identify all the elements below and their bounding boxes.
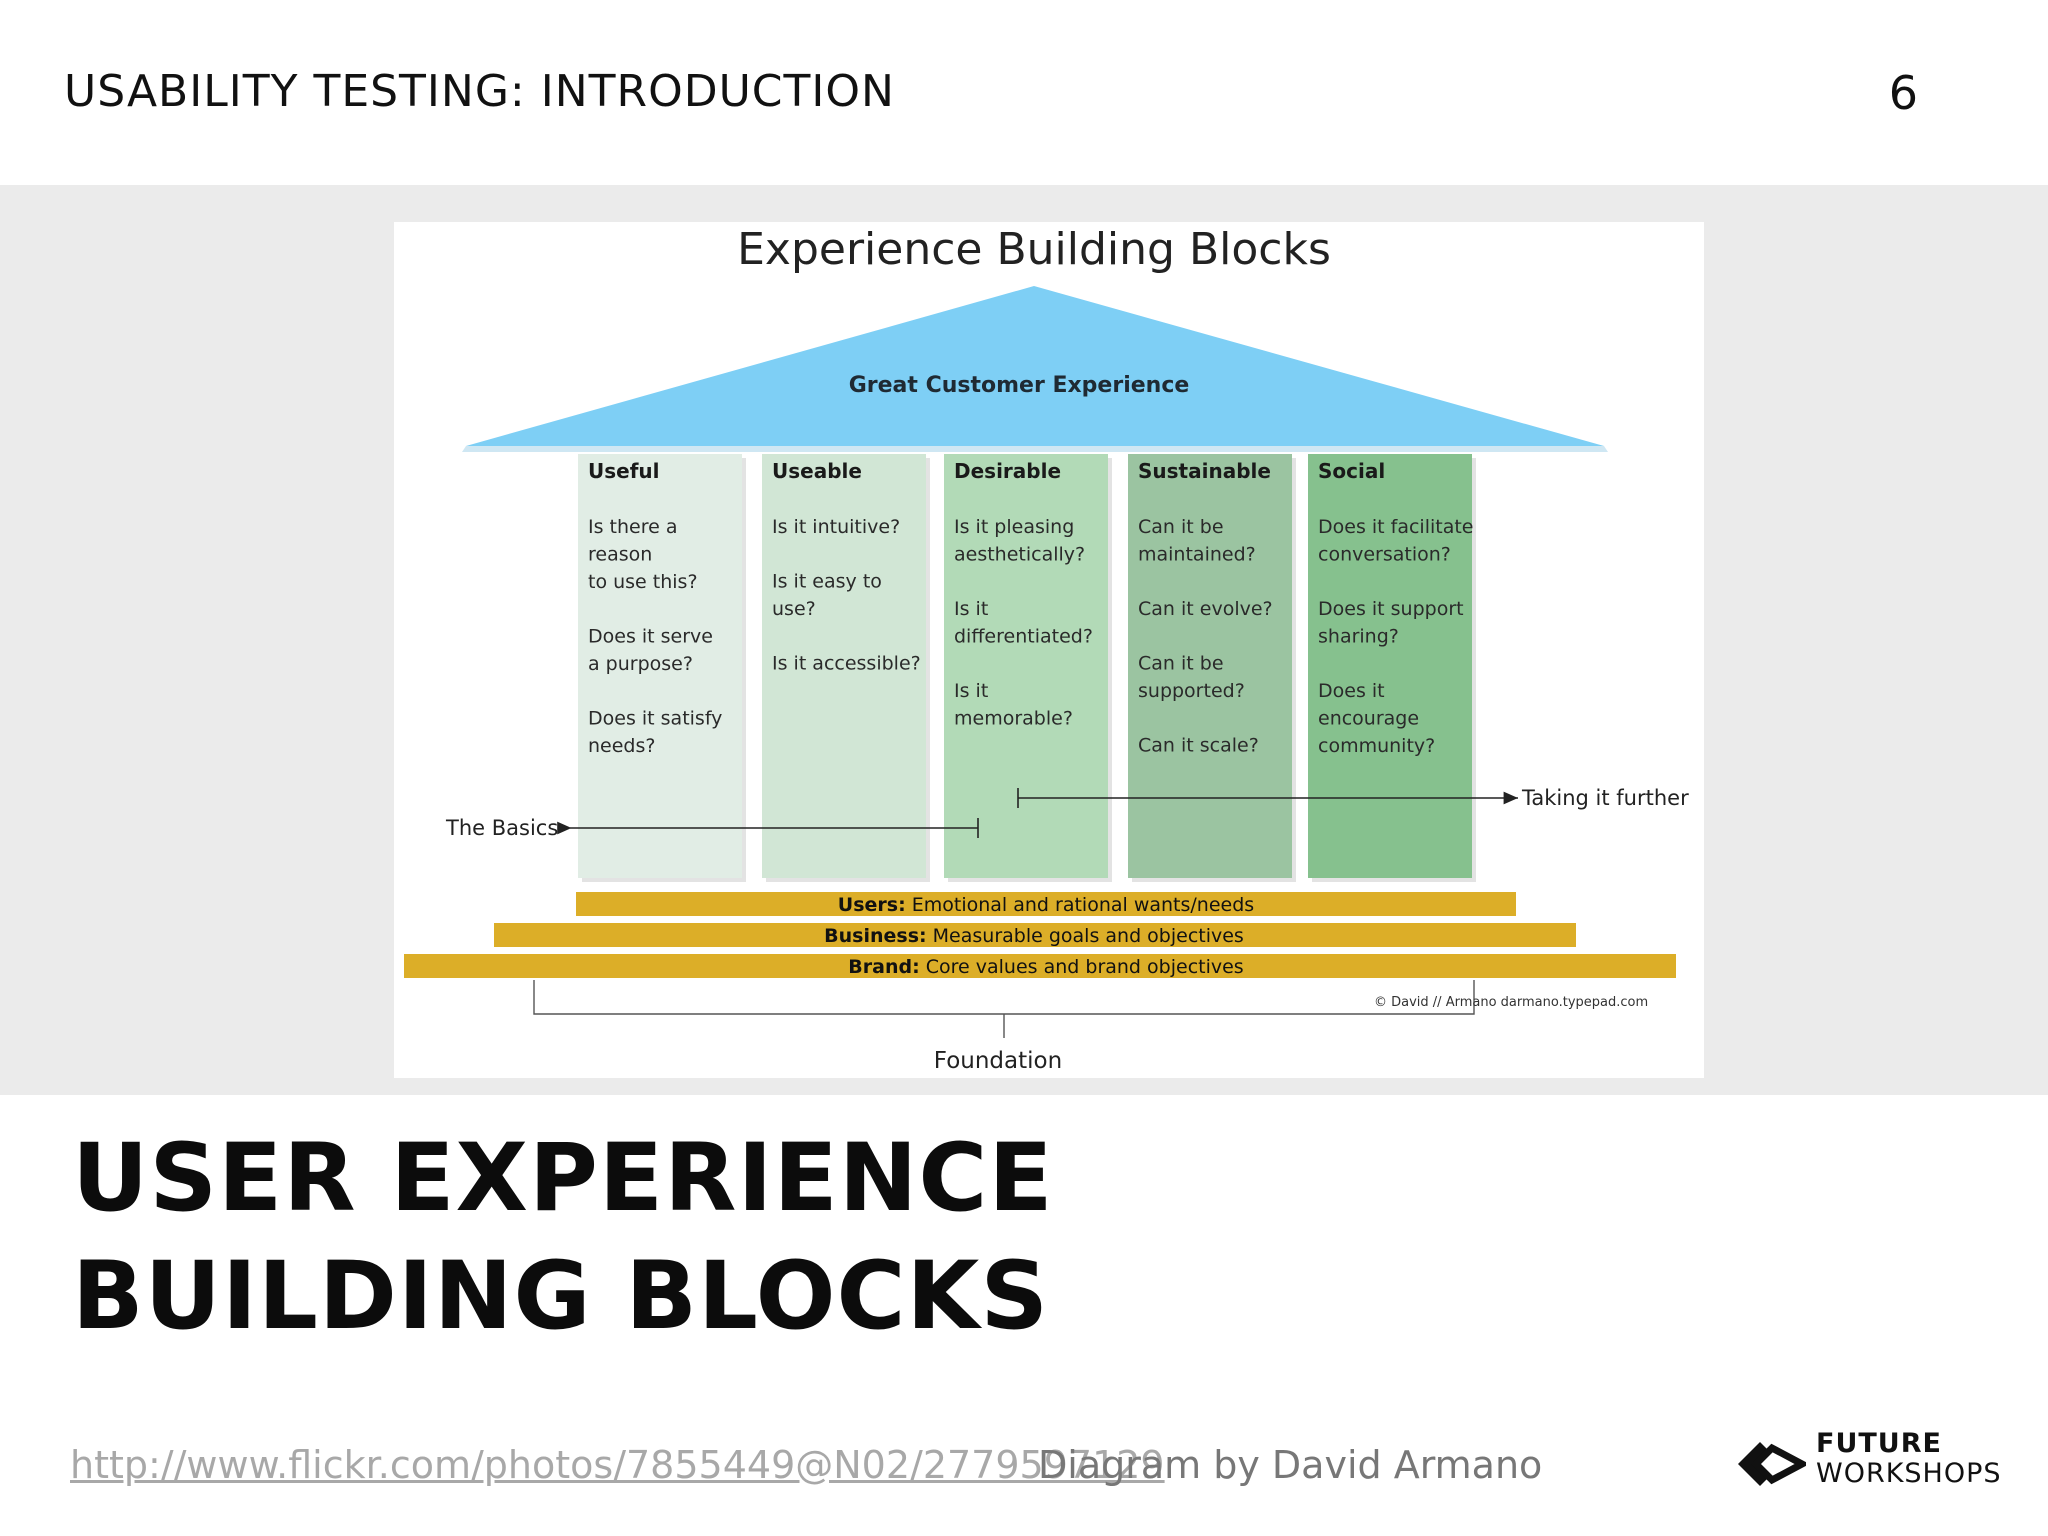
pillar-question-line: community? [1318,735,1435,757]
pillar-question-line: Can it be [1138,653,1224,675]
pillar-question-line: Does it satisfy [588,708,722,730]
pillar-question-line: needs? [588,735,655,757]
foundation-bar-business-text: Business: Measurable goals and objective… [824,925,1244,947]
pillar-useful [578,454,742,878]
pillar-question-line: Is there a [588,516,678,538]
pillar-question-line: maintained? [1138,544,1256,566]
slide-title: USER EXPERIENCE BUILDING BLOCKS [72,1124,1054,1351]
pillar-question-line: Does it [1318,680,1385,702]
foundation-bar-brand [404,954,1676,978]
pillar-social [1308,454,1472,878]
diagram-credit: Diagram by David Armano [1038,1443,1543,1487]
foundation-label: Foundation [934,1048,1062,1074]
pillar-question-line: reason [588,544,652,566]
pillar-question-line: Can it evolve? [1138,598,1273,620]
page-number: 6 [1888,66,1918,120]
foundation-bar-users [576,892,1516,916]
diagram-title: Experience Building Blocks [737,224,1331,275]
pillar-question-line: supported? [1138,680,1245,702]
source-link[interactable]: http://www.flickr.com/photos/7855449@N02… [70,1443,1165,1487]
pillar-question-line: Does it serve [588,626,713,648]
pillar-question-line: encourage [1318,708,1419,730]
logo-mark-icon [1738,1442,1806,1486]
pillar-question-line: sharing? [1318,626,1399,648]
logo-line1: FUTURE [1816,1428,1942,1459]
foundation-bar-brand-text: Brand: Core values and brand objectives [848,956,1243,978]
building-blocks-diagram: Experience Building Blocks Great Custome… [394,222,1704,1078]
pillar-heading: Desirable [954,459,1061,483]
pillar-question-line: aesthetically? [954,544,1085,566]
pillar-desirable [944,454,1108,878]
pillar-question-line: Is it [954,680,988,702]
future-workshops-logo: FUTURE WORKSHOPS [1734,1428,2014,1498]
pillar-useable [762,454,926,878]
pillar-sustainable [1128,454,1292,878]
pillar-question-line: use? [772,598,816,620]
roof-triangle [466,286,1604,446]
pillar-question-line: Is it pleasing [954,516,1074,538]
foundation-bar-users-text: Users: Emotional and rational wants/need… [838,894,1254,916]
pillar-heading: Sustainable [1138,459,1271,483]
pillar-question-line: Can it be [1138,516,1224,538]
pillar-question-line: conversation? [1318,544,1451,566]
pillar-question-line: Does it support [1318,598,1464,620]
pillar-question-line: memorable? [954,708,1073,730]
further-label: Taking it further [1521,786,1689,810]
pillar-question-line: Is it intuitive? [772,516,900,538]
pillar-heading: Useable [772,459,862,483]
pillar-question-line: Is it [954,598,988,620]
pillar-question-line: Can it scale? [1138,735,1259,757]
pillar-question-line: Does it facilitate [1318,516,1474,538]
roof-shadow [462,446,1608,452]
logo-line2: WORKSHOPS [1816,1458,2002,1489]
roof-label: Great Customer Experience [849,373,1190,398]
pillar-question-line: Is it accessible? [772,653,921,675]
pillar-question-line: to use this? [588,571,698,593]
pillar-question-line: differentiated? [954,626,1093,648]
basics-label: The Basics [445,816,558,840]
pillar-question-line: Is it easy to [772,571,882,593]
header-title: USABILITY TESTING: INTRODUCTION [64,66,895,117]
foundation-bracket [533,980,1475,1015]
pillars-group: Useful Is there a reason to use this? Does i… [578,454,1476,882]
pillar-heading: Social [1318,459,1385,483]
pillar-heading: Useful [588,459,660,483]
pillar-question-line: a purpose? [588,653,693,675]
diagram-canvas: Experience Building Blocks Great Custome… [404,224,1689,1074]
copyright-text: © David // Armano darmano.typepad.com [1374,995,1648,1010]
foundation-bar-business [494,923,1576,947]
